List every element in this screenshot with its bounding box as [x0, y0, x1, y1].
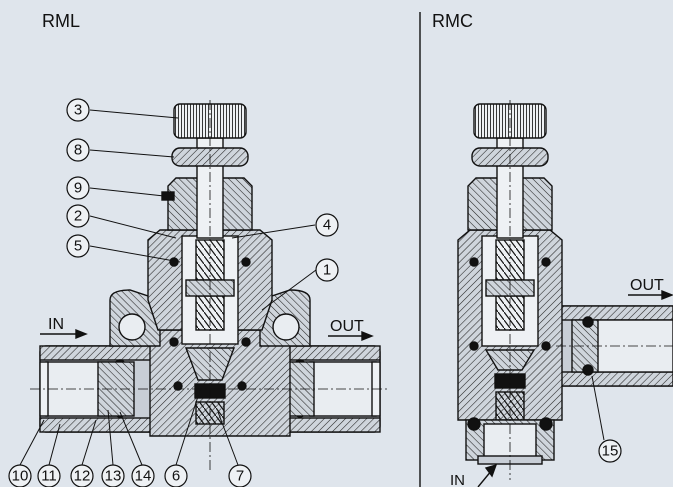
svg-text:4: 4	[323, 217, 331, 234]
rmc-in-arrow	[477, 463, 498, 487]
callout-5: 5	[66, 234, 90, 258]
svg-text:6: 6	[172, 468, 180, 485]
callout-6: 6	[164, 464, 188, 487]
callout-7: 7	[228, 464, 252, 487]
svg-text:10: 10	[12, 468, 29, 485]
svg-text:9: 9	[74, 180, 82, 197]
svg-text:11: 11	[41, 468, 57, 485]
callout-8: 8	[66, 138, 90, 162]
rml-in-label: IN	[48, 316, 64, 333]
rmc-out-arrow	[628, 289, 673, 301]
svg-text:1: 1	[323, 262, 331, 279]
callout-12: 12	[70, 464, 94, 487]
callout-1: 1	[315, 258, 339, 282]
rmc-in-label: IN	[450, 472, 465, 487]
svg-text:14: 14	[135, 468, 152, 485]
svg-text:12: 12	[74, 468, 91, 485]
svg-text:13: 13	[105, 468, 122, 485]
rmc-valve-drawing	[457, 100, 673, 480]
rml-valve-drawing	[30, 100, 390, 470]
svg-text:7: 7	[236, 468, 244, 485]
svg-text:15: 15	[602, 443, 619, 460]
svg-text:5: 5	[74, 238, 82, 255]
rml-out-label: OUT	[330, 318, 364, 335]
rmc-out-label: OUT	[630, 277, 664, 294]
callout-11: 11	[37, 464, 61, 487]
svg-text:8: 8	[74, 142, 82, 159]
callout-14: 14	[131, 464, 155, 487]
rml-out-arrow	[328, 330, 374, 342]
callout-4: 4	[315, 213, 339, 237]
callout-2: 2	[66, 204, 90, 228]
left-panel-title: RML	[42, 11, 80, 31]
right-panel-title: RMC	[432, 11, 473, 31]
callout-10: 10	[8, 464, 32, 487]
rml-in-arrow	[40, 328, 88, 340]
callout-13: 13	[101, 464, 125, 487]
callout-15: 15	[598, 439, 622, 463]
svg-text:3: 3	[74, 102, 82, 119]
callout-leaders	[19, 109, 605, 466]
callout-9: 9	[66, 176, 90, 200]
callout-3: 3	[66, 98, 90, 122]
svg-text:2: 2	[74, 208, 82, 225]
